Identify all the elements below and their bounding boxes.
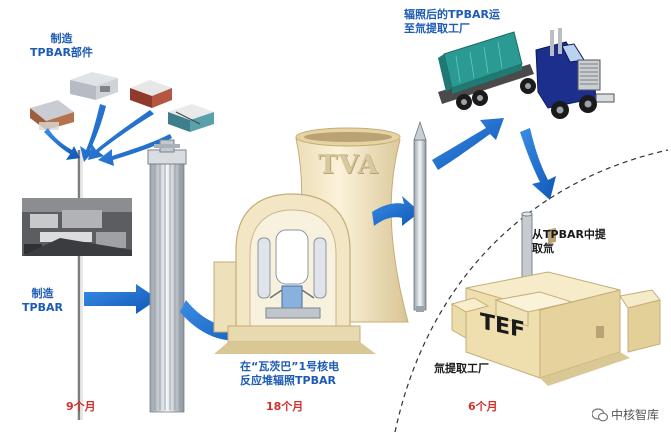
arrow-to-bundle: [84, 284, 158, 314]
label-manufacture-parts-line2: TPBAR部件: [30, 46, 93, 59]
label-transport-line1: 辐照后的TPBAR运: [404, 8, 500, 21]
stage-boundary-arc: [394, 149, 669, 433]
plant-photo: [22, 198, 132, 256]
wechat-icon: [591, 407, 608, 421]
label-manufacture-parts-line1: 制造: [50, 32, 73, 45]
watermark-text: 中核智库: [610, 408, 659, 422]
label-reactor-line1: 在“瓦茨巴”1号核电: [240, 360, 340, 373]
label-manufacture-line1: 制造: [31, 287, 54, 300]
reactor-building: [213, 193, 376, 354]
label-manufacture: 制造 TPBAR: [22, 287, 63, 315]
label-extract-line1: 从TPBAR中提: [532, 228, 606, 241]
transport-truck: [438, 28, 615, 119]
label-facility: 氚提取工厂: [434, 362, 489, 375]
label-transport: 辐照后的TPBAR运 至氚提取工厂: [404, 8, 500, 36]
arrow-to-irradiated-rod: [372, 196, 420, 226]
watermark: 中核智库: [591, 406, 659, 423]
label-reactor-line2: 反应堆辐照TPBAR: [240, 374, 336, 387]
label-extract-line2: 取氚: [532, 242, 554, 255]
tef-facility: [450, 211, 661, 386]
label-manufacture-parts: 制造 TPBAR部件: [30, 32, 93, 60]
duration-reactor: 18个月: [266, 400, 304, 413]
arrow-to-facility: [520, 128, 556, 200]
factory-top: [70, 72, 118, 100]
duration-manufacture: 9个月: [66, 400, 96, 413]
irradiated-rod: [413, 120, 427, 312]
factory-buildings: [30, 72, 214, 132]
duration-facility: 6个月: [468, 400, 498, 413]
arrow-to-truck: [432, 118, 504, 170]
tpbar-bundle: [147, 139, 187, 413]
factory-left: [30, 100, 74, 130]
tower-lettering: TVA: [318, 150, 379, 180]
label-extract: 从TPBAR中提 取氚: [532, 228, 606, 256]
factory-right-bottom: [168, 104, 214, 132]
converging-arrows: [44, 104, 172, 166]
label-transport-line2: 至氚提取工厂: [404, 22, 470, 35]
label-manufacture-line2: TPBAR: [22, 301, 63, 314]
factory-right-top: [130, 80, 172, 108]
label-reactor: 在“瓦茨巴”1号核电 反应堆辐照TPBAR: [240, 360, 339, 388]
